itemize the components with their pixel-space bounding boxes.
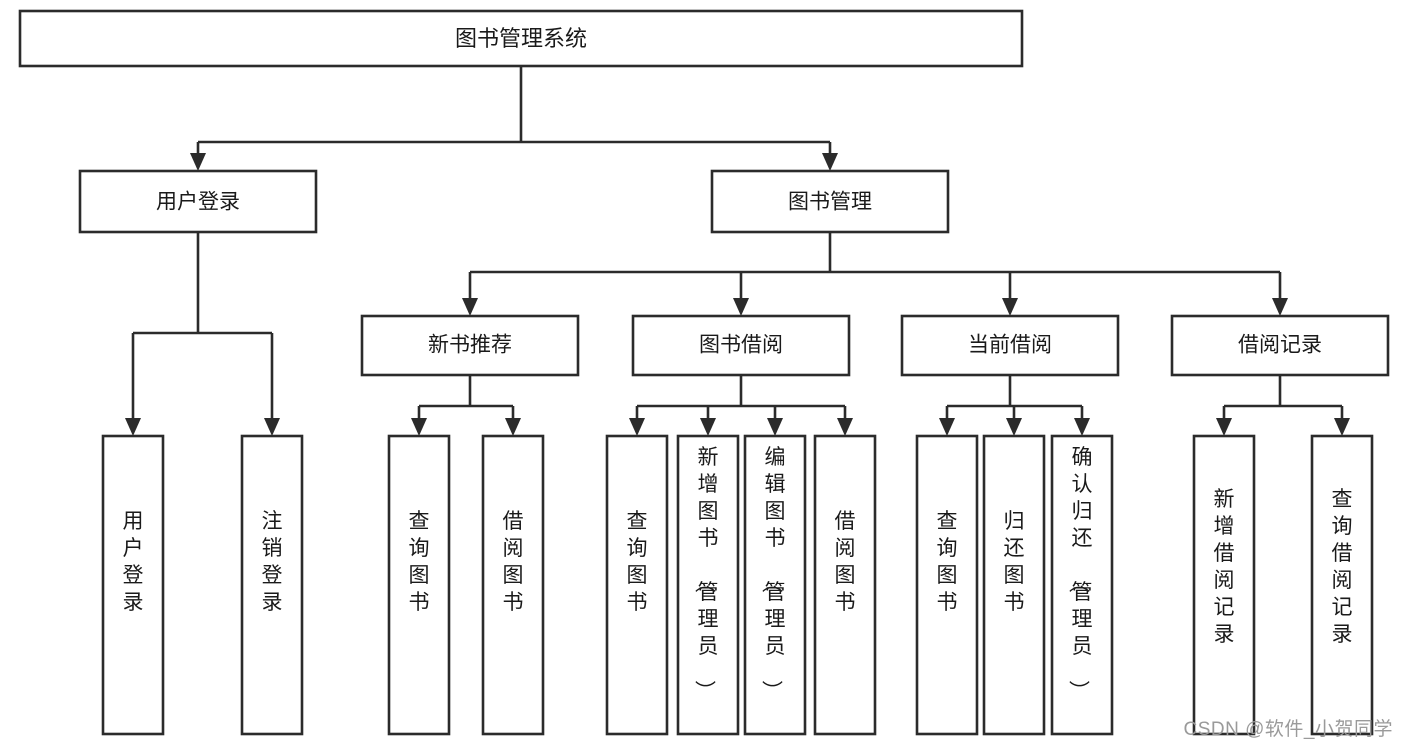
- node-leaf-confirm-return-label: 确认归还（管理员）: [1067, 446, 1093, 701]
- node-leaf-query-book-2-box[interactable]: [605, 434, 669, 736]
- node-borrow-record-label: 借阅记录: [1238, 334, 1322, 357]
- node-leaf-borrow-book-1-box[interactable]: [481, 434, 545, 736]
- node-borrow-record[interactable]: 借阅记录: [1170, 314, 1390, 377]
- node-borrow-record-box[interactable]: [1170, 314, 1390, 377]
- connector-group-new-book-recommend: [411, 375, 521, 436]
- node-leaf-confirm-return[interactable]: 确认归还（管理员）: [1050, 434, 1114, 736]
- node-new-book-recommend-label: 新书推荐: [428, 334, 512, 357]
- arrow-to-leaf-borrow-book-2: [837, 418, 853, 436]
- node-leaf-query-record-label: 查询借阅记录: [1332, 488, 1353, 646]
- node-leaf-query-book-2-label: 查询图书: [627, 510, 648, 614]
- node-user-login-box[interactable]: [78, 169, 318, 234]
- node-current-borrow-label: 当前借阅: [968, 334, 1052, 357]
- node-leaf-edit-book-box[interactable]: [743, 434, 807, 736]
- connector-group-current-borrow: [939, 375, 1090, 436]
- node-leaf-add-book[interactable]: 新增图书（管理员）: [676, 434, 740, 736]
- arrow-to-leaf-query-book-3: [939, 418, 955, 436]
- arrow-to-leaf-query-book-2: [629, 418, 645, 436]
- node-leaf-borrow-book-2-box[interactable]: [813, 434, 877, 736]
- arrow-to-leaf-query-record: [1334, 418, 1350, 436]
- arrow-to-leaf-confirm-return: [1074, 418, 1090, 436]
- arrow-to-current-borrow: [1002, 298, 1018, 316]
- node-root-label: 图书管理系统: [455, 26, 587, 51]
- node-leaf-query-record[interactable]: 查询借阅记录: [1310, 434, 1374, 736]
- arrow-to-new-book-recommend: [462, 298, 478, 316]
- arrow-to-book-borrow: [733, 298, 749, 316]
- node-root-box[interactable]: [18, 9, 1024, 68]
- arrow-to-user-login: [190, 153, 206, 171]
- arrow-to-leaf-user-logout: [264, 418, 280, 436]
- node-current-borrow[interactable]: 当前借阅: [900, 314, 1120, 377]
- node-leaf-borrow-book-1-label: 借阅图书: [503, 510, 524, 614]
- node-leaf-query-book-3-box[interactable]: [915, 434, 979, 736]
- node-leaf-add-book-label: 新增图书（管理员）: [693, 446, 719, 701]
- node-leaf-edit-book[interactable]: 编辑图书（管理员）: [743, 434, 807, 736]
- node-book-borrow-label: 图书借阅: [699, 334, 783, 357]
- arrow-to-leaf-add-book: [700, 418, 716, 436]
- connector-group-book-borrow: [629, 375, 853, 436]
- node-leaf-user-logout-label: 注销登录: [262, 510, 283, 614]
- node-leaf-query-book-1-label: 查询图书: [409, 510, 430, 614]
- node-leaf-user-login[interactable]: 用户登录: [101, 434, 165, 736]
- connector-group-root: [190, 66, 838, 171]
- node-leaf-add-record[interactable]: 新增借阅记录: [1192, 434, 1256, 736]
- node-leaf-add-record-box[interactable]: [1192, 434, 1256, 736]
- node-leaf-borrow-book-2-label: 借阅图书: [835, 510, 856, 614]
- node-book-manage-box[interactable]: [710, 169, 950, 234]
- node-leaf-query-book-1[interactable]: 查询图书: [387, 434, 451, 736]
- connector-group-borrow-record: [1216, 375, 1350, 436]
- node-book-borrow-box[interactable]: [631, 314, 851, 377]
- node-leaf-borrow-book-1[interactable]: 借阅图书: [481, 434, 545, 736]
- node-leaf-add-record-label: 新增借阅记录: [1214, 488, 1235, 646]
- node-new-book-recommend-box[interactable]: [360, 314, 580, 377]
- node-leaf-query-book-2[interactable]: 查询图书: [605, 434, 669, 736]
- node-leaf-user-login-label: 用户登录: [123, 510, 144, 614]
- node-leaf-add-book-box[interactable]: [676, 434, 740, 736]
- node-root[interactable]: 图书管理系统: [18, 9, 1024, 68]
- node-book-manage-label: 图书管理: [788, 191, 872, 214]
- node-leaf-query-record-box[interactable]: [1310, 434, 1374, 736]
- node-book-borrow[interactable]: 图书借阅: [631, 314, 851, 377]
- node-user-login[interactable]: 用户登录: [78, 169, 318, 234]
- node-current-borrow-box[interactable]: [900, 314, 1120, 377]
- node-book-manage[interactable]: 图书管理: [710, 169, 950, 234]
- node-leaf-return-book[interactable]: 归还图书: [982, 434, 1046, 736]
- arrow-to-borrow-record: [1272, 298, 1288, 316]
- node-leaf-query-book-1-box[interactable]: [387, 434, 451, 736]
- arrow-to-leaf-add-record: [1216, 418, 1232, 436]
- arrow-to-leaf-edit-book: [767, 418, 783, 436]
- node-leaf-user-logout[interactable]: 注销登录: [240, 434, 304, 736]
- arrow-to-leaf-user-login: [125, 418, 141, 436]
- node-leaf-borrow-book-2[interactable]: 借阅图书: [813, 434, 877, 736]
- connector-group-user-login: [125, 232, 280, 436]
- node-leaf-query-book-3[interactable]: 查询图书: [915, 434, 979, 736]
- connector-group-book-manage: [462, 232, 1288, 316]
- arrow-to-leaf-return-book: [1006, 418, 1022, 436]
- node-leaf-user-logout-box[interactable]: [240, 434, 304, 736]
- node-leaf-edit-book-label: 编辑图书（管理员）: [760, 446, 786, 701]
- arrow-to-book-manage: [822, 153, 838, 171]
- arrow-to-leaf-query-book-1: [411, 418, 427, 436]
- node-new-book-recommend[interactable]: 新书推荐: [360, 314, 580, 377]
- node-leaf-return-book-box[interactable]: [982, 434, 1046, 736]
- node-leaf-confirm-return-box[interactable]: [1050, 434, 1114, 736]
- arrow-to-leaf-borrow-book-1: [505, 418, 521, 436]
- node-leaf-query-book-3-label: 查询图书: [937, 510, 958, 614]
- node-leaf-return-book-label: 归还图书: [1004, 510, 1025, 614]
- node-leaf-user-login-box[interactable]: [101, 434, 165, 736]
- node-user-login-label: 用户登录: [156, 191, 240, 214]
